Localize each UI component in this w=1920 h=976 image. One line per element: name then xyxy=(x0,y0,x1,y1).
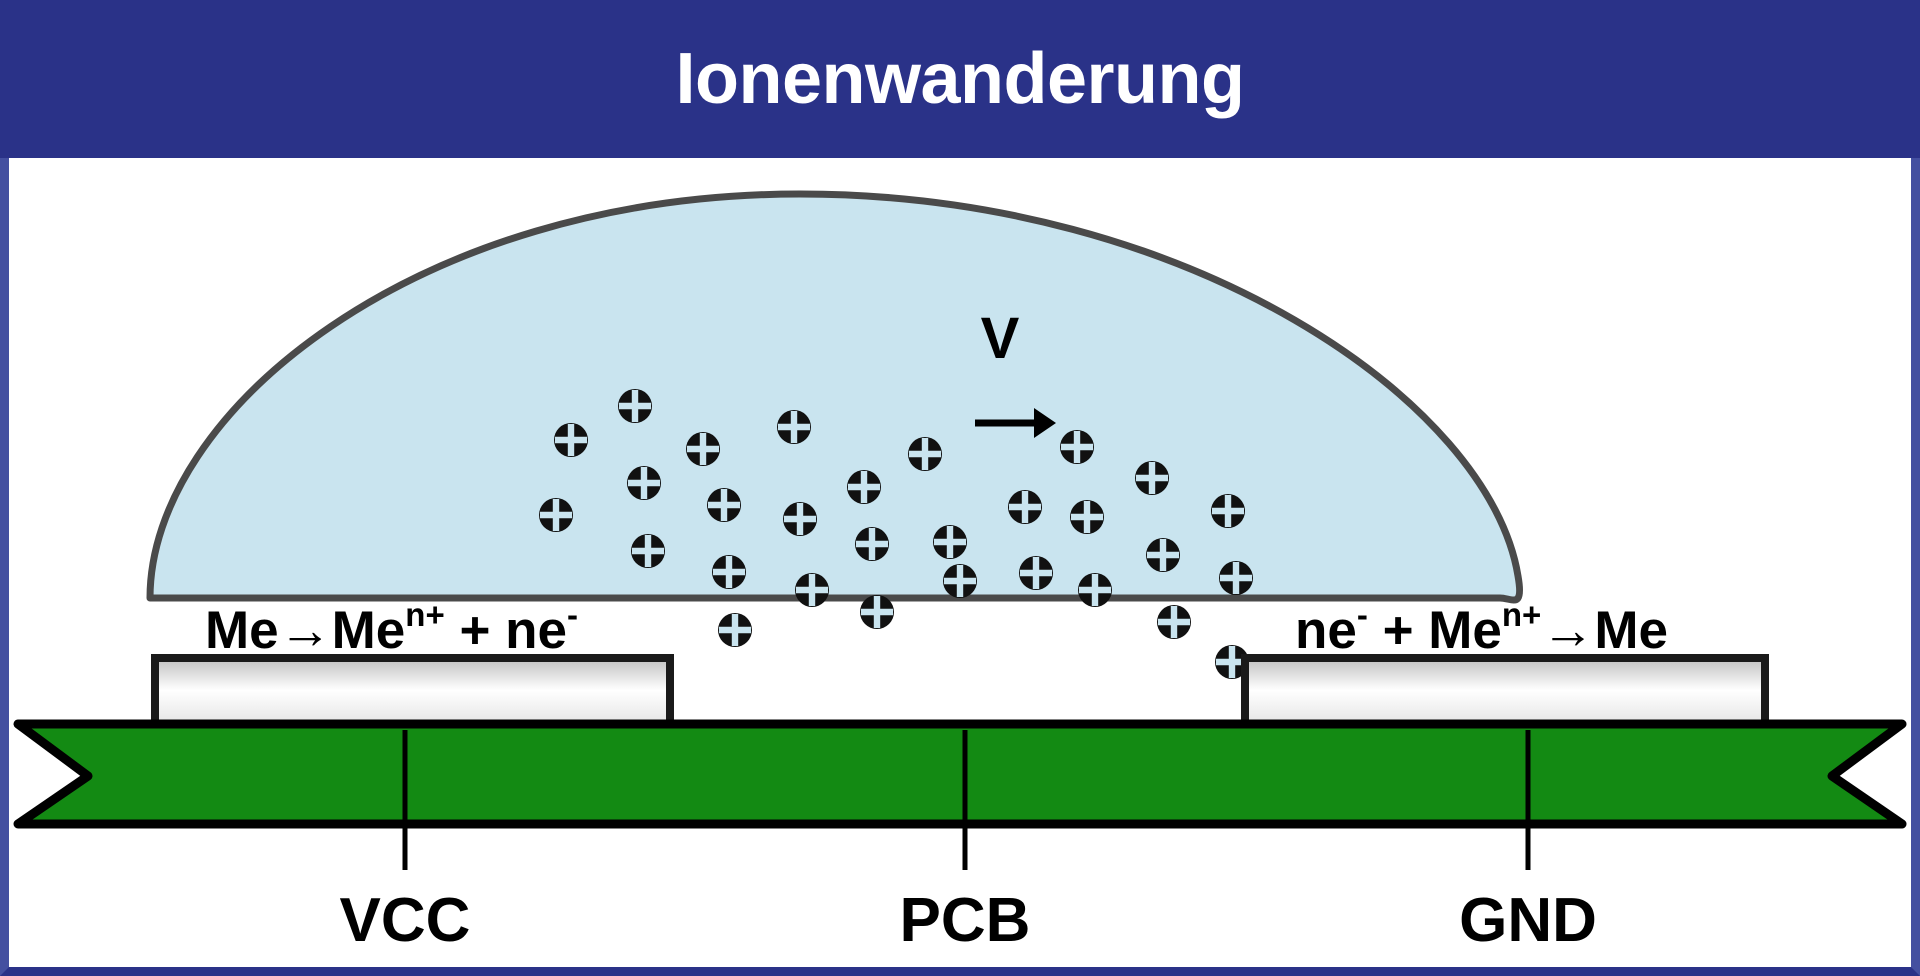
field-arrow-head xyxy=(1034,408,1056,438)
anode-eq-sup3: - xyxy=(567,596,578,633)
ion-particles xyxy=(539,389,1253,679)
page-title: Ionenwanderung xyxy=(675,39,1246,119)
ion-particle xyxy=(1211,494,1245,528)
ion-charge-symbol xyxy=(628,467,660,499)
title-banner: Ionenwanderung xyxy=(0,0,1920,158)
anode-eq-arrow: → xyxy=(279,601,332,660)
cathode-equation: ne- + Men+→Me xyxy=(1295,596,1668,660)
ion-charge-symbol xyxy=(1220,562,1252,594)
ion-particle xyxy=(718,613,752,647)
anode-eq-sup2: n+ xyxy=(405,596,444,633)
ion-particle xyxy=(1146,538,1180,572)
ion-particle xyxy=(554,423,588,457)
ion-charge-symbol xyxy=(784,503,816,535)
ion-particle xyxy=(539,498,573,532)
ion-charge-symbol xyxy=(778,411,810,443)
ion-particle xyxy=(1070,500,1104,534)
ion-charge-symbol xyxy=(708,489,740,521)
ion-particle xyxy=(943,564,977,598)
ion-charge-symbol xyxy=(856,528,888,560)
anode-eq-part2: Me xyxy=(332,601,406,660)
cathode-eq-part3: Me xyxy=(1594,601,1668,660)
ion-charge-symbol xyxy=(687,433,719,465)
anode-equation: Me→Men+ + ne- xyxy=(205,596,578,660)
callout-labels: VCC PCB GND xyxy=(340,886,1597,955)
cathode-eq-sup2: n+ xyxy=(1502,596,1541,633)
ion-particle xyxy=(1060,430,1094,464)
ion-particle xyxy=(686,432,720,466)
ion-particle xyxy=(631,534,665,568)
ion-charge-symbol xyxy=(540,499,572,531)
ion-particle xyxy=(847,470,881,504)
ion-charge-symbol xyxy=(944,565,976,597)
ion-particle xyxy=(707,488,741,522)
vcc-pad xyxy=(151,654,674,734)
ion-migration-figure: V Me→Men+ + ne- ne- + Men+→Me xyxy=(13,190,1907,955)
cathode-eq-arrow: → xyxy=(1541,601,1594,660)
ion-charge-symbol xyxy=(1212,495,1244,527)
callout-leaders xyxy=(402,730,1531,870)
pcb-board xyxy=(13,719,1907,829)
ion-charge-symbol xyxy=(1079,574,1111,606)
callout-label-pcb: PCB xyxy=(900,886,1031,955)
ion-particle xyxy=(860,595,894,629)
ion-charge-symbol xyxy=(1216,646,1248,678)
ion-particle xyxy=(777,410,811,444)
ion-particle xyxy=(1219,561,1253,595)
ion-charge-symbol xyxy=(713,556,745,588)
ion-particle xyxy=(1019,556,1053,590)
ion-particle xyxy=(1008,490,1042,524)
ion-particle xyxy=(908,437,942,471)
cathode-eq-part2: + Me xyxy=(1368,601,1502,660)
ion-charge-symbol xyxy=(619,390,651,422)
anode-eq-part1: Me xyxy=(205,601,279,660)
ion-particle xyxy=(1078,573,1112,607)
svg-text:ne- + Men+→Me: ne- + Men+→Me xyxy=(1295,596,1668,660)
ion-charge-symbol xyxy=(1071,501,1103,533)
cathode-eq-sup1: - xyxy=(1357,596,1368,633)
svg-text:Me→Men+ + ne-: Me→Men+ + ne- xyxy=(205,596,578,660)
ion-charge-symbol xyxy=(909,438,941,470)
ion-charge-symbol xyxy=(1158,606,1190,638)
field-symbol: V xyxy=(981,306,1020,371)
electrolyte-droplet xyxy=(146,190,1523,604)
ion-particle xyxy=(712,555,746,589)
callout-label-vcc: VCC xyxy=(340,886,471,955)
callout-label-gnd: GND xyxy=(1459,886,1597,955)
ion-charge-symbol xyxy=(1009,491,1041,523)
ion-particle xyxy=(627,466,661,500)
gnd-pad xyxy=(1241,654,1769,734)
ion-charge-symbol xyxy=(1061,431,1093,463)
field-label-group: V xyxy=(975,306,1056,438)
ion-charge-symbol xyxy=(796,574,828,606)
ion-particle xyxy=(933,525,967,559)
ion-particle xyxy=(855,527,889,561)
ion-charge-symbol xyxy=(1020,557,1052,589)
ion-particle xyxy=(795,573,829,607)
ion-charge-symbol xyxy=(719,614,751,646)
ion-particle xyxy=(783,502,817,536)
ion-charge-symbol xyxy=(1136,462,1168,494)
ion-charge-symbol xyxy=(861,596,893,628)
ion-charge-symbol xyxy=(848,471,880,503)
ion-charge-symbol xyxy=(632,535,664,567)
ion-particle xyxy=(1157,605,1191,639)
ion-charge-symbol xyxy=(1147,539,1179,571)
cathode-eq-part1: ne xyxy=(1295,601,1357,660)
ion-particle xyxy=(618,389,652,423)
ion-particle xyxy=(1215,645,1249,679)
ion-particle xyxy=(1135,461,1169,495)
ion-charge-symbol xyxy=(555,424,587,456)
anode-eq-part3: + ne xyxy=(445,601,567,660)
ion-charge-symbol xyxy=(934,526,966,558)
